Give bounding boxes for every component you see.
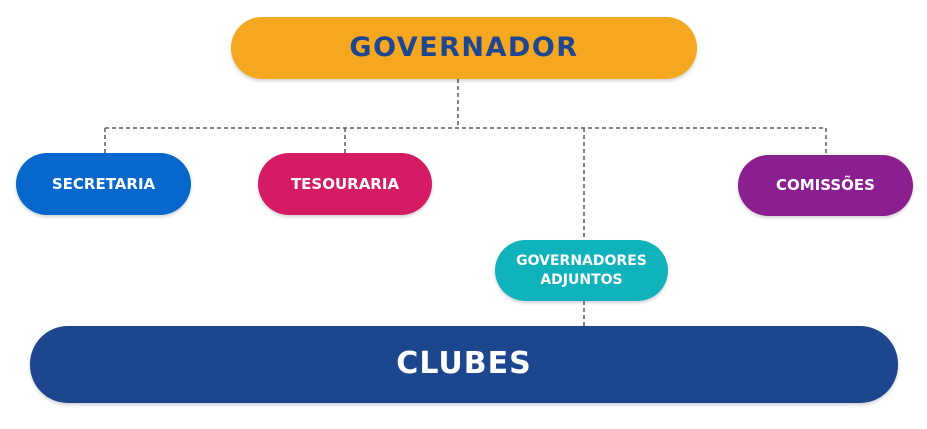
secretaria-node: SECRETARIA bbox=[16, 153, 191, 215]
tesouraria-label: TESOURARIA bbox=[290, 174, 400, 193]
clubes-node: CLUBES bbox=[30, 326, 898, 403]
tesouraria-node: TESOURARIA bbox=[258, 153, 432, 215]
comissoes-node: COMISSÕES bbox=[738, 155, 913, 216]
secretaria-label: SECRETARIA bbox=[51, 174, 156, 193]
comissoes-label: COMISSÕES bbox=[775, 176, 875, 195]
governadores-adjuntos-label: GOVERNADORES ADJUNTOS bbox=[516, 252, 647, 288]
governadores-adjuntos-node: GOVERNADORES ADJUNTOS bbox=[495, 240, 668, 301]
governador-label: GOVERNADOR bbox=[349, 31, 579, 63]
clubes-label: CLUBES bbox=[396, 346, 532, 382]
governador-node: GOVERNADOR bbox=[231, 17, 697, 79]
